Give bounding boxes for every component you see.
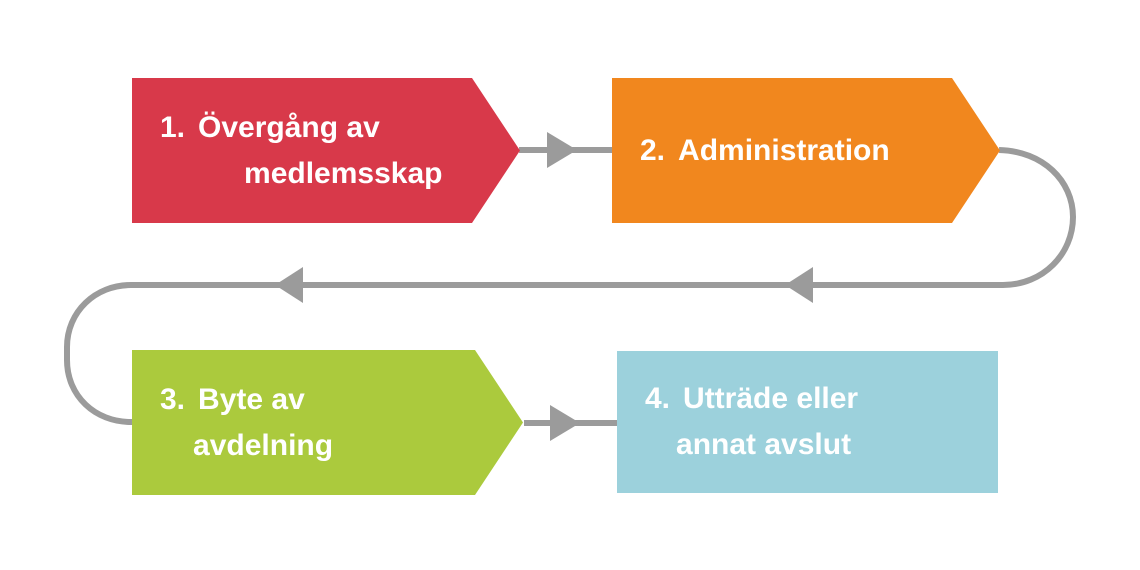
step-1-line2: medlemsskap — [244, 156, 443, 190]
step-4-label: 4. Utträde eller annat avslut — [645, 376, 858, 468]
step-4-number: 4. — [645, 382, 671, 415]
step-2-label: 2. Administration — [640, 128, 890, 174]
step-1-line1: Övergång av — [198, 110, 380, 144]
step-3-line2: avdelning — [193, 428, 334, 462]
step-2-number: 2. — [640, 133, 666, 167]
step-3-label: 3. Byte av avdelning — [160, 377, 333, 469]
step-3-number: 3. — [160, 382, 186, 416]
step-4-line2: annat avslut — [676, 428, 852, 461]
arrowhead-left-outer — [785, 267, 813, 303]
step-2-administration: 2. Administration — [612, 78, 1000, 223]
step-4-line1: Utträde eller — [683, 382, 859, 415]
step-4-uttrade-eller-annat-avslut: 4. Utträde eller annat avslut — [617, 351, 998, 493]
step-1-label: 1. Övergång av medlemsskap — [160, 105, 442, 197]
step-3-byte-av-avdelning: 3. Byte av avdelning — [132, 350, 523, 495]
arrowhead-right-step1-step2 — [547, 132, 577, 168]
connector-loopback — [64, 147, 1077, 425]
step-2-line1: Administration — [678, 133, 890, 167]
arrowhead-left-inner — [275, 267, 303, 303]
step-3-line1: Byte av — [198, 382, 305, 416]
step-1-overgang-av-medlemsskap: 1. Övergång av medlemsskap — [132, 78, 520, 223]
arrowhead-right-step3-step4 — [550, 405, 580, 441]
step-1-number: 1. — [160, 110, 186, 144]
